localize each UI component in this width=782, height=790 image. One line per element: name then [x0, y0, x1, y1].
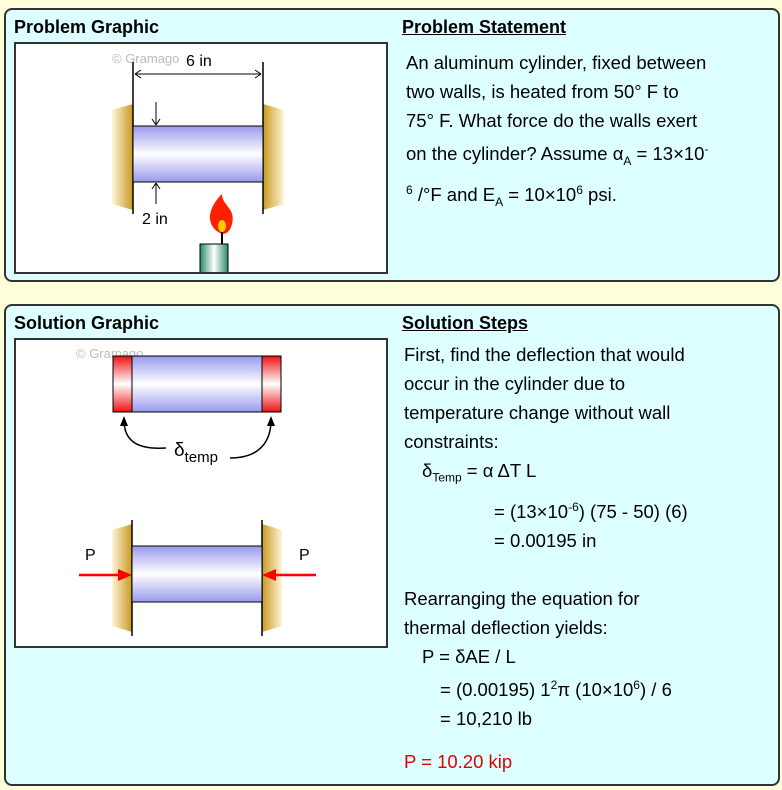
- eq-text: P = δAE / L: [422, 645, 516, 667]
- candle-icon: [199, 243, 229, 277]
- eq-text: = (13×10: [494, 500, 569, 522]
- eq-text: = α ΔT L: [461, 460, 537, 481]
- statement-line: 75° F. What force do the walls exert: [406, 110, 698, 131]
- statement-text: = 10×10: [503, 184, 577, 205]
- problem-diagram: © Gramago 6 in 2 in: [112, 51, 284, 277]
- flame-icon: [209, 194, 233, 234]
- statement-line: two walls, is heated from 50° F to: [406, 81, 679, 102]
- solution-diagram: © Gramago δtemp P P: [76, 346, 316, 636]
- step-line: First, find the deflection that would: [404, 344, 685, 365]
- force-label-right: P: [299, 547, 310, 564]
- eq-text: = (0.00195) 1: [440, 679, 551, 700]
- expansion-left: [112, 355, 133, 413]
- problem-panel: Problem Graphic Problem Statement © Gram…: [4, 8, 780, 282]
- problem-graphic: © Gramago 6 in 2 in: [14, 42, 388, 277]
- solution-steps: First, find the deflection that would oc…: [404, 340, 769, 776]
- superscript: 6: [633, 677, 640, 692]
- step-line: constraints:: [404, 431, 499, 452]
- eq-text: π (10×10: [557, 679, 634, 700]
- eq-text: δ: [422, 460, 433, 481]
- problem-statement: An aluminum cylinder, fixed between two …: [406, 48, 766, 217]
- diameter-arrows: [151, 102, 161, 204]
- eq-text: ) (75 - 50) (6): [578, 500, 688, 522]
- problem-graphic-title: Problem Graphic: [14, 17, 160, 37]
- superscript: -6: [568, 499, 579, 514]
- length-label: 6 in: [186, 53, 212, 70]
- final-answer: P = 10.20 kip: [404, 751, 513, 772]
- solution-panel: Solution Graphic Solution Steps © Gramag…: [4, 304, 780, 786]
- equation-deflection: δTemp = α ΔT L = (13×10-6) (75 - 50) (6)…: [404, 456, 769, 555]
- expansion-right: [261, 355, 282, 413]
- step-line: Rearranging the equation for: [404, 587, 640, 609]
- step-line: thermal deflection yields:: [404, 616, 608, 638]
- subscript: A: [623, 153, 632, 168]
- statement-text: /°F and E: [412, 184, 496, 205]
- delta-temp-label: δtemp: [174, 440, 218, 466]
- subscript: A: [495, 194, 504, 209]
- step-line: temperature change without wall: [404, 402, 671, 423]
- diameter-label: 2 in: [142, 211, 168, 228]
- statement-text: psi.: [582, 184, 617, 205]
- subscript: Temp: [432, 470, 462, 485]
- superscript: 2: [550, 677, 558, 692]
- solution-graphic: © Gramago δtemp P P: [14, 338, 388, 648]
- superscript: 6: [406, 182, 413, 197]
- solution-graphic-title: Solution Graphic: [14, 313, 160, 333]
- eq-text: ) / 6: [639, 679, 672, 700]
- watermark: © Gramago: [112, 51, 179, 66]
- free-cylinder: [112, 355, 282, 413]
- statement-line: An aluminum cylinder, fixed between: [406, 52, 707, 73]
- eq-text: = 0.00195 in: [494, 529, 597, 551]
- superscript: 6: [576, 182, 583, 197]
- cylinder: [132, 125, 264, 183]
- statement-text: = 13×10: [631, 143, 705, 165]
- eq-text: = 10,210 lb: [440, 708, 533, 729]
- solution-steps-title: Solution Steps: [402, 313, 528, 333]
- problem-statement-title: Problem Statement: [402, 17, 567, 37]
- step-line: occur in the cylinder due to: [404, 373, 626, 394]
- right-wall: [263, 104, 284, 210]
- statement-line: on the cylinder? Assume α: [406, 143, 624, 165]
- fixed-cylinder: [131, 545, 263, 603]
- force-label-left: P: [85, 547, 96, 564]
- left-wall: [112, 104, 133, 210]
- equation-force: P = δAE / L = (0.00195) 12π (10×106) / 6…: [404, 642, 769, 733]
- superscript: -: [704, 142, 709, 156]
